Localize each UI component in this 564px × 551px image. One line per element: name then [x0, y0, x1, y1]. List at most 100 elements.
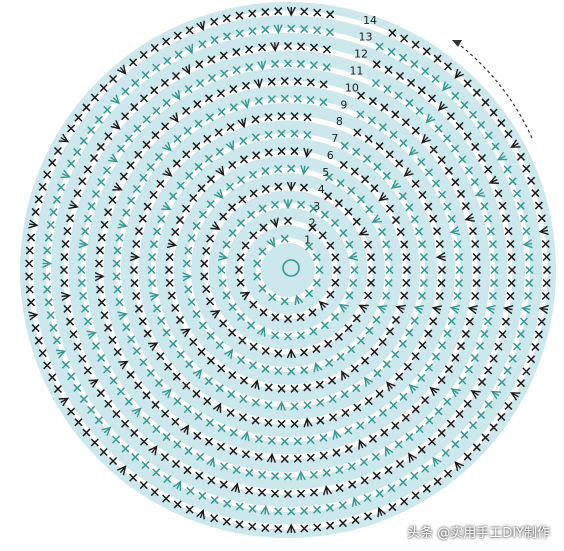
- stitch-x-icon: [484, 400, 493, 409]
- stitch-x-icon: [403, 362, 412, 371]
- stitch-x-icon: [162, 98, 171, 107]
- stitch-x-icon: [130, 103, 139, 112]
- stitch-increase-icon: [432, 456, 442, 467]
- stitch-x-icon: [196, 452, 205, 461]
- stitch-x-icon: [507, 278, 516, 288]
- stitch-x-icon: [161, 122, 170, 131]
- stitch-x-icon: [228, 160, 237, 169]
- stitch-x-icon: [52, 336, 61, 345]
- stitch-x-icon: [385, 265, 394, 275]
- stitch-x-icon: [163, 56, 172, 65]
- stitch-x-icon: [132, 184, 141, 194]
- stitch-increase-icon: [94, 272, 105, 282]
- stitch-x-icon: [472, 252, 481, 261]
- stitch-x-icon: [264, 401, 273, 410]
- stitch-x-icon: [83, 165, 92, 174]
- stitch-x-icon: [300, 524, 309, 533]
- stitch-x-icon: [309, 204, 318, 213]
- stitch-x-icon: [411, 352, 420, 361]
- stitch-increase-icon: [454, 461, 464, 472]
- round-gap-4: [203, 185, 373, 355]
- stitch-x-icon: [306, 453, 315, 462]
- stitch-x-icon: [296, 313, 305, 322]
- stitch-x-icon: [372, 315, 381, 324]
- stitch-x-icon: [488, 291, 497, 300]
- stitch-x-icon: [81, 304, 90, 313]
- stitch-increase-icon: [378, 192, 389, 202]
- direction-arrow-icon: [455, 41, 533, 139]
- stitch-x-icon: [83, 366, 92, 375]
- stitch-x-icon: [162, 37, 171, 46]
- stitch-x-icon: [356, 110, 365, 119]
- stitch-x-icon: [290, 147, 299, 156]
- stitch-x-icon: [113, 347, 122, 357]
- stitch-x-icon: [378, 123, 387, 132]
- stitch-x-icon: [465, 317, 474, 326]
- stitch-increase-icon: [88, 379, 99, 388]
- stitch-x-icon: [429, 145, 438, 154]
- stitch-x-icon: [335, 465, 344, 475]
- stitch-x-icon: [60, 252, 69, 262]
- stitch-x-icon: [236, 218, 246, 228]
- stitch-x-icon: [90, 438, 99, 447]
- stitch-x-icon: [329, 413, 338, 422]
- stitch-x-icon: [121, 444, 130, 453]
- stitch-x-icon: [69, 330, 78, 339]
- stitch-x-icon: [525, 265, 534, 275]
- stitch-x-icon: [328, 394, 337, 404]
- stitch-x-icon: [345, 291, 354, 300]
- stitch-x-icon: [193, 431, 202, 440]
- stitch-x-icon: [424, 363, 434, 372]
- stitch-increase-icon: [538, 225, 549, 236]
- stitch-x-icon: [534, 330, 543, 339]
- stitch-x-icon: [173, 397, 182, 406]
- stitch-x-icon: [422, 47, 431, 56]
- stitch-x-icon: [253, 259, 262, 268]
- stitch-x-icon: [143, 202, 152, 211]
- stitch-x-icon: [219, 319, 228, 328]
- stitch-x-icon: [249, 342, 258, 351]
- stitch-x-icon: [258, 204, 267, 213]
- stitch-x-icon: [380, 103, 389, 112]
- stitch-x-icon: [435, 239, 444, 249]
- stitch-x-icon: [453, 291, 462, 300]
- stitch-x-icon: [504, 129, 513, 139]
- stitch-x-icon: [264, 418, 273, 427]
- stitch-x-icon: [283, 489, 293, 499]
- stitch-x-icon: [152, 227, 162, 236]
- stitch-increase-icon: [490, 390, 502, 400]
- stitch-x-icon: [229, 446, 238, 455]
- stitch-x-icon: [248, 522, 257, 531]
- stitch-x-icon: [264, 383, 273, 392]
- stitch-x-icon: [489, 354, 498, 363]
- stitch-x-icon: [49, 323, 58, 332]
- stitch-x-icon: [427, 94, 437, 103]
- stitch-x-icon: [149, 190, 158, 199]
- stitch-x-icon: [31, 207, 40, 216]
- stitch-x-icon: [481, 433, 490, 442]
- stitch-increase-icon: [488, 175, 499, 185]
- stitch-x-icon: [319, 451, 328, 460]
- stitch-x-icon: [299, 183, 309, 192]
- stitch-x-icon: [247, 321, 256, 330]
- stitch-x-icon: [192, 389, 201, 398]
- stitch-x-icon: [204, 437, 213, 446]
- stitch-x-icon: [73, 342, 82, 351]
- stitch-x-icon: [325, 358, 334, 367]
- stitch-x-icon: [119, 172, 128, 181]
- stitch-increase-icon: [213, 189, 224, 199]
- stitch-x-icon: [203, 397, 212, 406]
- stitch-x-icon: [206, 356, 215, 365]
- stitch-x-icon: [424, 168, 434, 177]
- stitch-x-icon: [274, 164, 283, 173]
- stitch-x-icon: [308, 308, 317, 317]
- stitch-x-icon: [142, 115, 151, 124]
- stitch-increase-icon: [161, 201, 172, 211]
- stitch-increase-icon: [180, 424, 190, 435]
- stitch-x-icon: [527, 176, 536, 185]
- stitch-x-icon: [116, 387, 125, 396]
- stitch-x-icon: [395, 159, 404, 168]
- stitch-x-icon: [271, 59, 280, 68]
- stitch-increase-icon: [377, 506, 386, 518]
- stitch-x-icon: [293, 77, 302, 86]
